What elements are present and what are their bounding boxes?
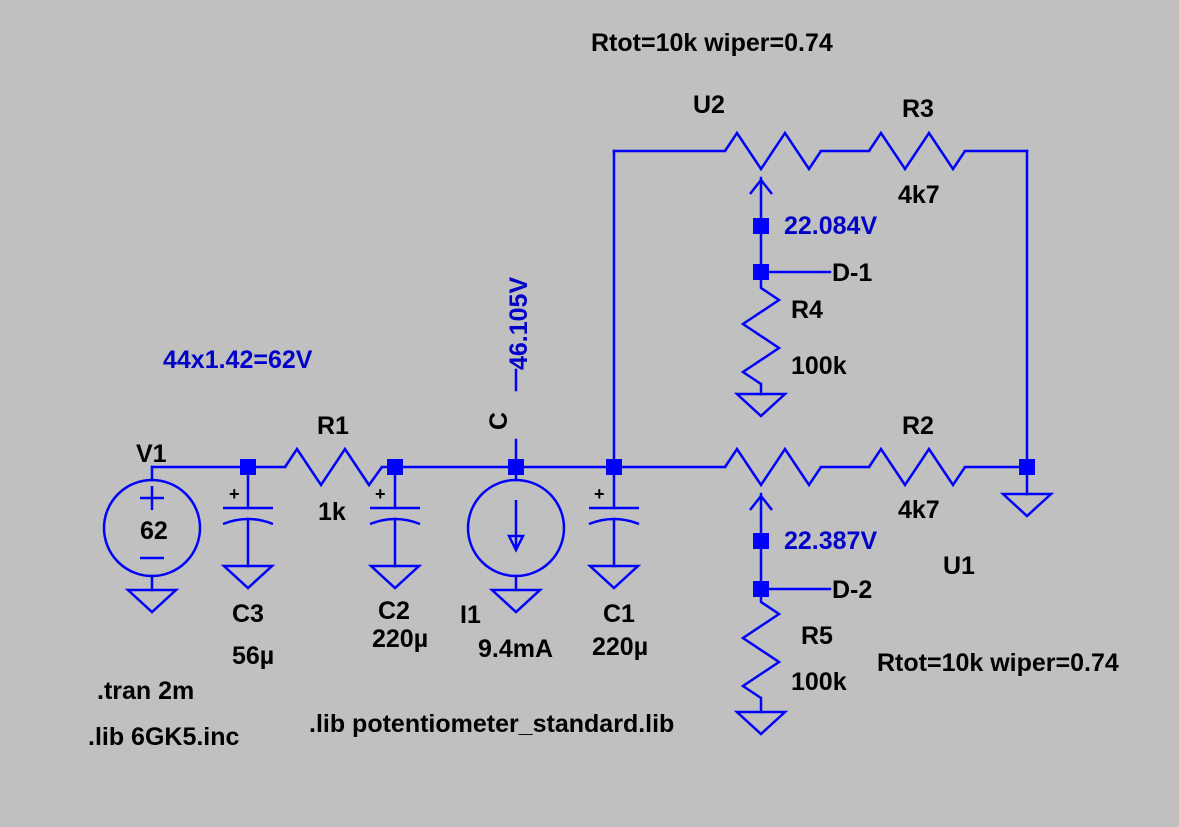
node-c3 xyxy=(240,459,256,475)
node-c2 xyxy=(387,459,403,475)
r3-value: 4k7 xyxy=(898,181,940,209)
capacitor-c2[interactable] xyxy=(367,465,423,590)
i1-name: I1 xyxy=(460,601,481,629)
c1-plus-mark: + xyxy=(594,484,605,504)
net-label-c: C xyxy=(485,412,513,430)
node-d1 xyxy=(753,264,769,280)
c3-name: C3 xyxy=(232,600,264,628)
node-c xyxy=(508,459,524,475)
r4-value: 100k xyxy=(791,352,847,380)
net-label-d1: D-1 xyxy=(832,259,872,287)
resistor-r2[interactable] xyxy=(819,446,967,488)
potentiometer-u2[interactable] xyxy=(723,130,823,276)
node-c1 xyxy=(606,459,622,475)
potentiometer-u1[interactable] xyxy=(723,446,823,592)
directive-tran: .tran 2m xyxy=(97,677,194,705)
comment-supply-calc: 44x1.42=62V xyxy=(163,346,313,374)
junction-nodes xyxy=(240,218,1035,597)
voltage-u2-wiper: 22.084V xyxy=(784,212,877,240)
net-label-d2: D-2 xyxy=(832,576,872,604)
voltage-u1-wiper: 22.387V xyxy=(784,527,877,555)
r1-name: R1 xyxy=(317,412,349,440)
top-loop-wire[interactable] xyxy=(612,149,1029,469)
r4-name: R4 xyxy=(791,296,823,324)
resistor-r4[interactable] xyxy=(733,274,789,418)
node-u2-wiper-probe xyxy=(753,218,769,234)
current-source-i1[interactable] xyxy=(466,465,566,614)
node-u1-wiper-probe xyxy=(753,533,769,549)
voltage-c: 46.105V xyxy=(505,277,533,370)
r5-name: R5 xyxy=(801,622,833,650)
u2-name: U2 xyxy=(693,91,725,119)
c2-name: C2 xyxy=(378,597,410,625)
v1-name: V1 xyxy=(136,440,167,468)
u1-name: U1 xyxy=(943,552,975,580)
resistor-r3[interactable] xyxy=(819,130,967,172)
voltage-source-v1[interactable] xyxy=(102,465,202,614)
capacitor-c1[interactable] xyxy=(586,465,642,590)
resistor-r5[interactable] xyxy=(733,590,789,736)
directive-lib-tube: .lib 6GK5.inc xyxy=(88,723,240,751)
directive-lib-pot: .lib potentiometer_standard.lib xyxy=(309,710,674,738)
u2-params: Rtot=10k wiper=0.74 xyxy=(591,29,833,57)
i1-value: 9.4mA xyxy=(478,635,553,663)
r3-name: R3 xyxy=(902,95,934,123)
u1-params: Rtot=10k wiper=0.74 xyxy=(877,649,1119,677)
c2-plus-mark: + xyxy=(375,484,386,504)
v1-value: 62 xyxy=(140,517,168,545)
c3-value: 56µ xyxy=(232,642,274,670)
node-right xyxy=(1019,459,1035,475)
c2-value: 220µ xyxy=(372,625,428,653)
r2-name: R2 xyxy=(902,412,934,440)
c1-value: 220µ xyxy=(592,633,648,661)
r1-value: 1k xyxy=(318,498,346,526)
r5-value: 100k xyxy=(791,668,847,696)
c3-plus-mark: + xyxy=(229,484,240,504)
c1-name: C1 xyxy=(603,600,635,628)
r2-value: 4k7 xyxy=(898,496,940,524)
resistor-r1[interactable] xyxy=(283,446,384,488)
node-d2 xyxy=(753,581,769,597)
